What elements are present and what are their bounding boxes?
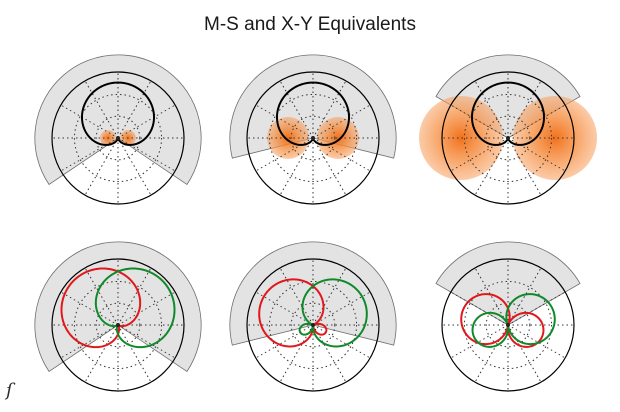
green-supercardioid-pattern bbox=[298, 278, 368, 348]
center-point bbox=[311, 323, 315, 327]
logo-mark: ſ bbox=[6, 380, 13, 401]
grid-spoke bbox=[255, 104, 314, 139]
grid-ring bbox=[290, 302, 336, 348]
grid-ring bbox=[268, 93, 358, 183]
grid-spoke bbox=[474, 267, 509, 326]
grid-spoke bbox=[450, 324, 509, 359]
outer-circle bbox=[51, 258, 185, 392]
grid-ring bbox=[95, 302, 141, 348]
xy-diagram-2 bbox=[229, 241, 397, 392]
grid-ring bbox=[95, 115, 141, 161]
grid-spoke bbox=[450, 291, 509, 326]
grid-spoke bbox=[255, 324, 314, 359]
ms-diagram-3 bbox=[419, 54, 597, 205]
grid-spoke bbox=[60, 291, 119, 326]
grid-ring bbox=[73, 93, 163, 183]
grid-ring bbox=[463, 280, 553, 370]
grid-ring bbox=[463, 93, 553, 183]
grid-spoke bbox=[84, 267, 119, 326]
grid-spoke bbox=[84, 324, 119, 383]
outer-circle bbox=[441, 71, 575, 205]
grid-spoke bbox=[507, 324, 542, 383]
grid-spoke bbox=[117, 291, 176, 326]
grid-ring bbox=[485, 302, 531, 348]
grid-spoke bbox=[312, 80, 347, 139]
grid-ring bbox=[485, 115, 531, 161]
grid-spoke bbox=[474, 137, 509, 196]
grid-spoke bbox=[255, 137, 314, 172]
grid-spoke bbox=[279, 80, 314, 139]
grid-spoke bbox=[279, 324, 314, 383]
grid-spoke bbox=[117, 324, 152, 383]
grid-spoke bbox=[117, 104, 176, 139]
grid-spoke bbox=[507, 80, 542, 139]
ms-diagram-2 bbox=[229, 54, 397, 205]
red-figure-eight-pattern bbox=[460, 293, 545, 348]
grid-spoke bbox=[312, 324, 371, 359]
center-point bbox=[506, 323, 510, 327]
center-point bbox=[116, 136, 120, 140]
outer-circle bbox=[441, 258, 575, 392]
grid-ring bbox=[268, 280, 358, 370]
grid-spoke bbox=[312, 291, 371, 326]
center-point bbox=[311, 136, 315, 140]
center-point bbox=[116, 323, 120, 327]
grid-spoke bbox=[117, 137, 176, 172]
grid-spoke bbox=[117, 267, 152, 326]
grid-spoke bbox=[84, 137, 119, 196]
grid-spoke bbox=[507, 324, 566, 359]
grid-ring bbox=[73, 280, 163, 370]
grid-spoke bbox=[84, 80, 119, 139]
grid-spoke bbox=[117, 324, 176, 359]
grid-spoke bbox=[450, 137, 509, 172]
grid-spoke bbox=[60, 137, 119, 172]
glow-lobe bbox=[419, 96, 503, 180]
glow-lobe bbox=[513, 96, 597, 180]
grid-spoke bbox=[60, 324, 119, 359]
xy-diagram-3 bbox=[435, 241, 581, 392]
grid-spoke bbox=[312, 324, 347, 383]
grid-spoke bbox=[474, 80, 509, 139]
outer-circle bbox=[51, 71, 185, 205]
page-title: M-S and X-Y Equivalents bbox=[204, 14, 416, 35]
outer-circle bbox=[246, 71, 380, 205]
grid-ring bbox=[290, 115, 336, 161]
grid-spoke bbox=[312, 137, 347, 196]
grid-spoke bbox=[507, 104, 566, 139]
grid-spoke bbox=[474, 324, 509, 383]
grid-spoke bbox=[60, 104, 119, 139]
ms-diagram-1 bbox=[34, 54, 202, 205]
grid-spoke bbox=[312, 104, 371, 139]
glow-lobe bbox=[317, 117, 359, 159]
grid-spoke bbox=[312, 267, 347, 326]
grid-spoke bbox=[507, 291, 566, 326]
grid-spoke bbox=[312, 137, 371, 172]
grid-spoke bbox=[507, 137, 566, 172]
glow-lobe bbox=[267, 117, 309, 159]
grid-spoke bbox=[255, 291, 314, 326]
grid-spoke bbox=[450, 104, 509, 139]
grid-spoke bbox=[117, 80, 152, 139]
grid-spoke bbox=[117, 137, 152, 196]
center-point bbox=[506, 136, 510, 140]
green-figure-eight-pattern bbox=[471, 293, 556, 348]
grid-spoke bbox=[507, 137, 542, 196]
grid-spoke bbox=[507, 267, 542, 326]
grid-spoke bbox=[279, 137, 314, 196]
outer-circle bbox=[246, 258, 380, 392]
xy-diagram-1 bbox=[34, 241, 202, 392]
grid-spoke bbox=[279, 267, 314, 326]
